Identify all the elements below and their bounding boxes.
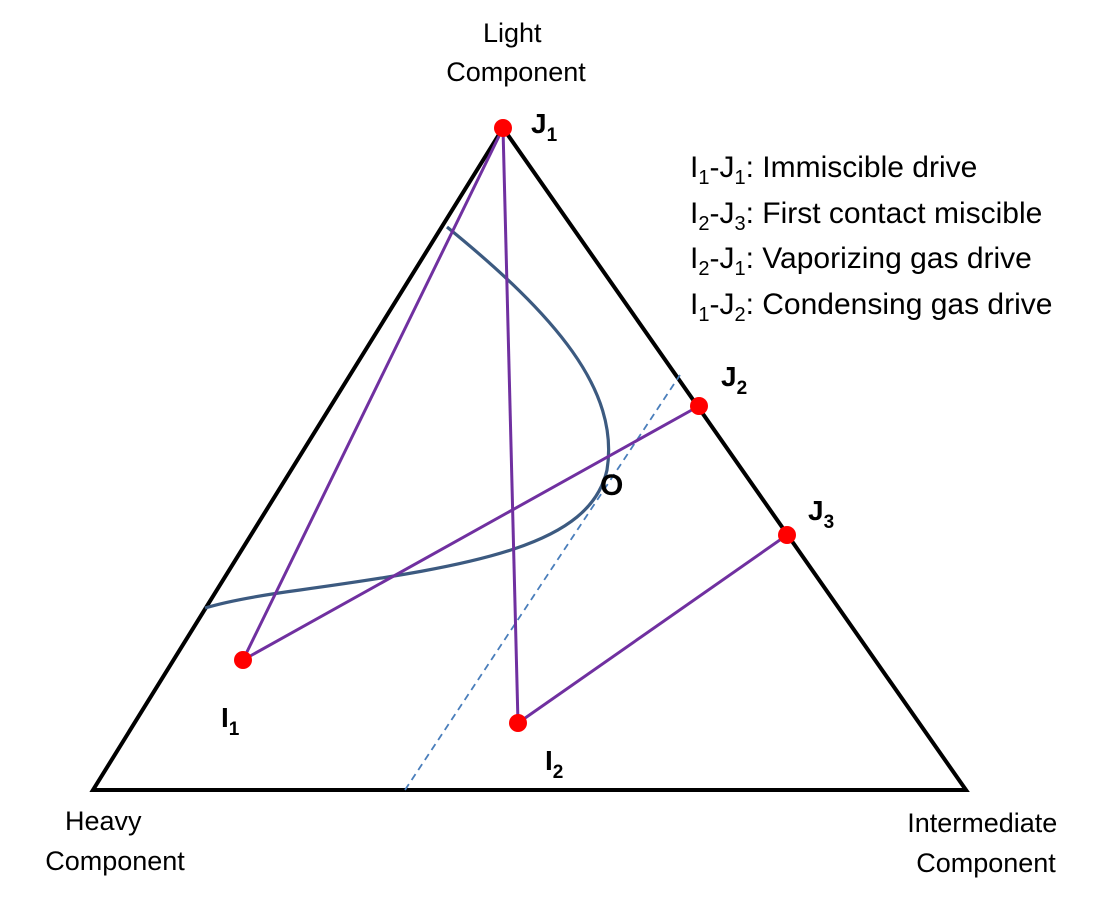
- label-i2: I2: [545, 745, 563, 783]
- legend: I1-J1: Immiscible drive I2-J3: First con…: [690, 151, 1052, 326]
- path-i2-j3: [517, 533, 788, 725]
- path-i2-j1: [501, 127, 520, 724]
- point-j2: [690, 397, 708, 415]
- point-j3: [778, 526, 796, 544]
- legend-item: I2-J1: Vaporizing gas drive: [690, 242, 1032, 280]
- critical-tie-line: [404, 374, 681, 791]
- point-j1: [494, 119, 512, 137]
- point-i2: [509, 714, 527, 732]
- legend-item: I2-J3: First contact miscible: [690, 197, 1042, 235]
- corner-label-intermediate: Intermediate Component: [907, 808, 1065, 878]
- path-i1-j2: [242, 404, 700, 662]
- path-i1-j1: [241, 127, 505, 661]
- plait-point-label: O: [600, 469, 623, 502]
- corner-label-heavy: Heavy Component: [45, 806, 185, 876]
- legend-item: I1-J2: Condensing gas drive: [690, 288, 1052, 326]
- label-j2: J2: [721, 361, 747, 399]
- label-i1: I1: [221, 702, 240, 740]
- label-j3: J3: [808, 495, 834, 533]
- legend-item: I1-J1: Immiscible drive: [690, 151, 977, 189]
- ternary-triangle: [89, 124, 970, 792]
- label-j1: J1: [531, 108, 558, 146]
- corner-label-light: Light Component: [446, 18, 586, 87]
- point-i1: [234, 651, 252, 669]
